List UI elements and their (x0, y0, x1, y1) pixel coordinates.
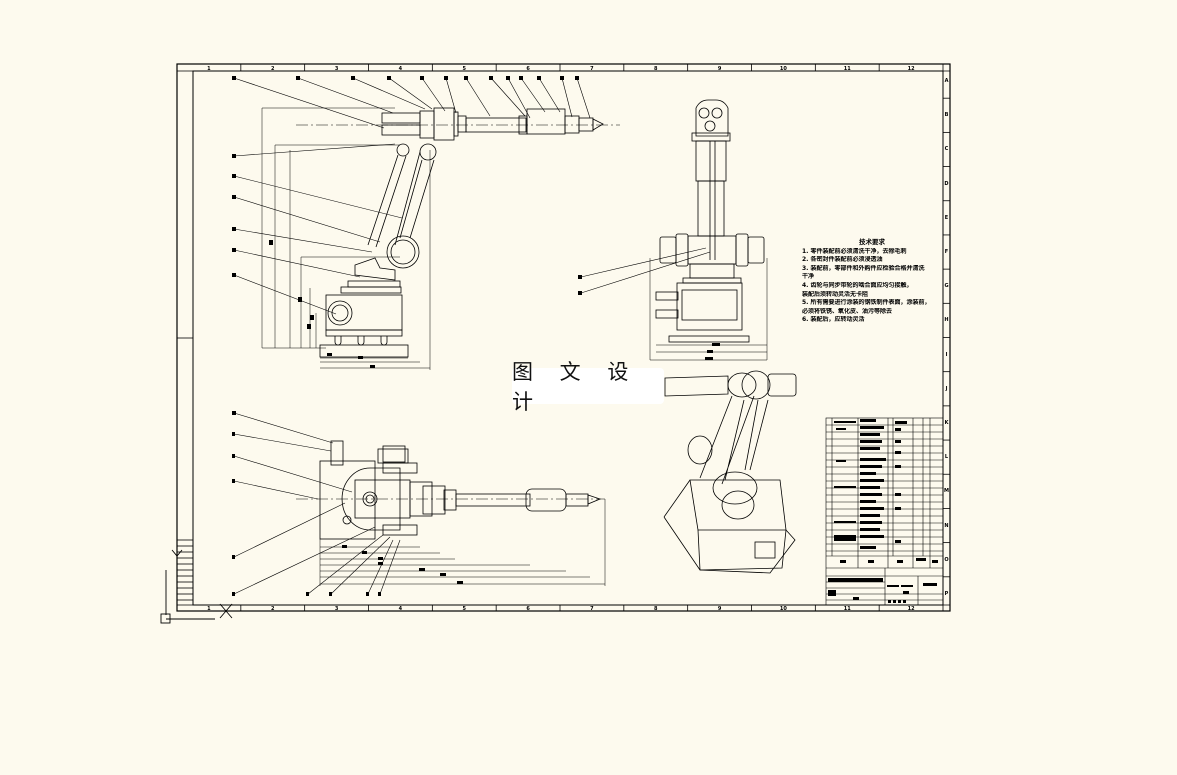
zone-label: 10 (779, 606, 787, 612)
title-block[interactable] (826, 555, 943, 605)
zone-label: 5 (462, 606, 466, 612)
technical-requirements-title: 技术要求 (859, 238, 885, 246)
zone-label: 8 (654, 66, 658, 72)
watermark-label: 图 文 设 计 (512, 360, 664, 414)
zone-label: G (944, 283, 949, 290)
left-strip-grid (177, 539, 193, 601)
tech-note-line: 5. 所有需要进行涂装的钢铁制件表面，涂装前， (802, 299, 931, 307)
zone-label: N (944, 522, 949, 529)
zone-label: E (944, 214, 949, 221)
zone-label: 4 (398, 606, 403, 612)
zone-label: 11 (843, 66, 851, 72)
zone-label: I (945, 351, 948, 358)
tech-note-line: 装配后须转动灵活无卡阻 (802, 290, 869, 298)
zone-label: 2 (271, 66, 275, 72)
zone-label: 12 (907, 606, 915, 612)
technical-requirements: 技术要求 1. 零件装配前必须清洗干净，去除毛刺 2. 各密封件装配前必须浸透油… (802, 238, 942, 325)
zone-label: 2 (271, 606, 275, 612)
sheet-border (176, 63, 951, 612)
zone-label: B (944, 112, 949, 119)
zone-label: 8 (654, 606, 658, 612)
zone-label: 1 (207, 606, 211, 612)
zone-label: 6 (526, 606, 530, 612)
zone-label: 12 (907, 66, 915, 72)
tech-note-line: 1. 零件装配前必须清洗干净，去除毛刺 (802, 247, 907, 255)
zone-label: A (944, 78, 949, 85)
zone-label: 3 (334, 606, 339, 612)
zone-label: H (944, 317, 949, 324)
zone-label: L (944, 454, 949, 461)
zone-label: 10 (779, 66, 787, 72)
tech-note-line: 6. 装配后，应转动灵活 (802, 316, 865, 324)
zone-label: 6 (526, 66, 530, 72)
tech-note-line: 必须将铁锈、氧化皮、油污等除去 (802, 307, 893, 315)
zone-label: D (944, 180, 949, 187)
zone-label: M (944, 488, 949, 495)
zone-label: 7 (590, 606, 594, 612)
parts-list-table[interactable] (825, 417, 944, 606)
side-view[interactable] (232, 76, 620, 370)
ucs-icon (160, 549, 233, 624)
tech-note-line: 2. 各密封件装配前必须浸透油 (802, 256, 883, 264)
zone-label: 9 (717, 606, 722, 612)
tech-note-line: 干净 (802, 273, 815, 281)
front-view[interactable] (578, 99, 768, 361)
zone-label: K (944, 419, 949, 426)
side-view-balloons (232, 76, 579, 277)
zone-label: 9 (717, 66, 722, 72)
top-view[interactable] (232, 411, 606, 596)
zone-label: C (944, 146, 949, 153)
isometric-view[interactable] (663, 370, 797, 574)
zone-label: J (945, 385, 948, 392)
zone-label: 3 (334, 66, 339, 72)
zone-label: 1 (207, 66, 211, 72)
zone-label: F (944, 249, 949, 256)
zone-label: 4 (398, 66, 403, 72)
zone-label: 7 (590, 66, 594, 72)
zone-label: P (944, 590, 949, 597)
side-view-callouts (233, 77, 591, 315)
zone-label: O (944, 556, 949, 563)
tech-note-line: 3. 装配前，零部件和外购件应检验合格并清洗 (802, 264, 925, 272)
tech-note-line: 4. 齿轮与同步带轮的啮合面应均匀接触， (802, 281, 913, 289)
zone-label: 5 (462, 66, 466, 72)
zone-label: 11 (843, 606, 851, 612)
parts-list-text (828, 419, 938, 603)
